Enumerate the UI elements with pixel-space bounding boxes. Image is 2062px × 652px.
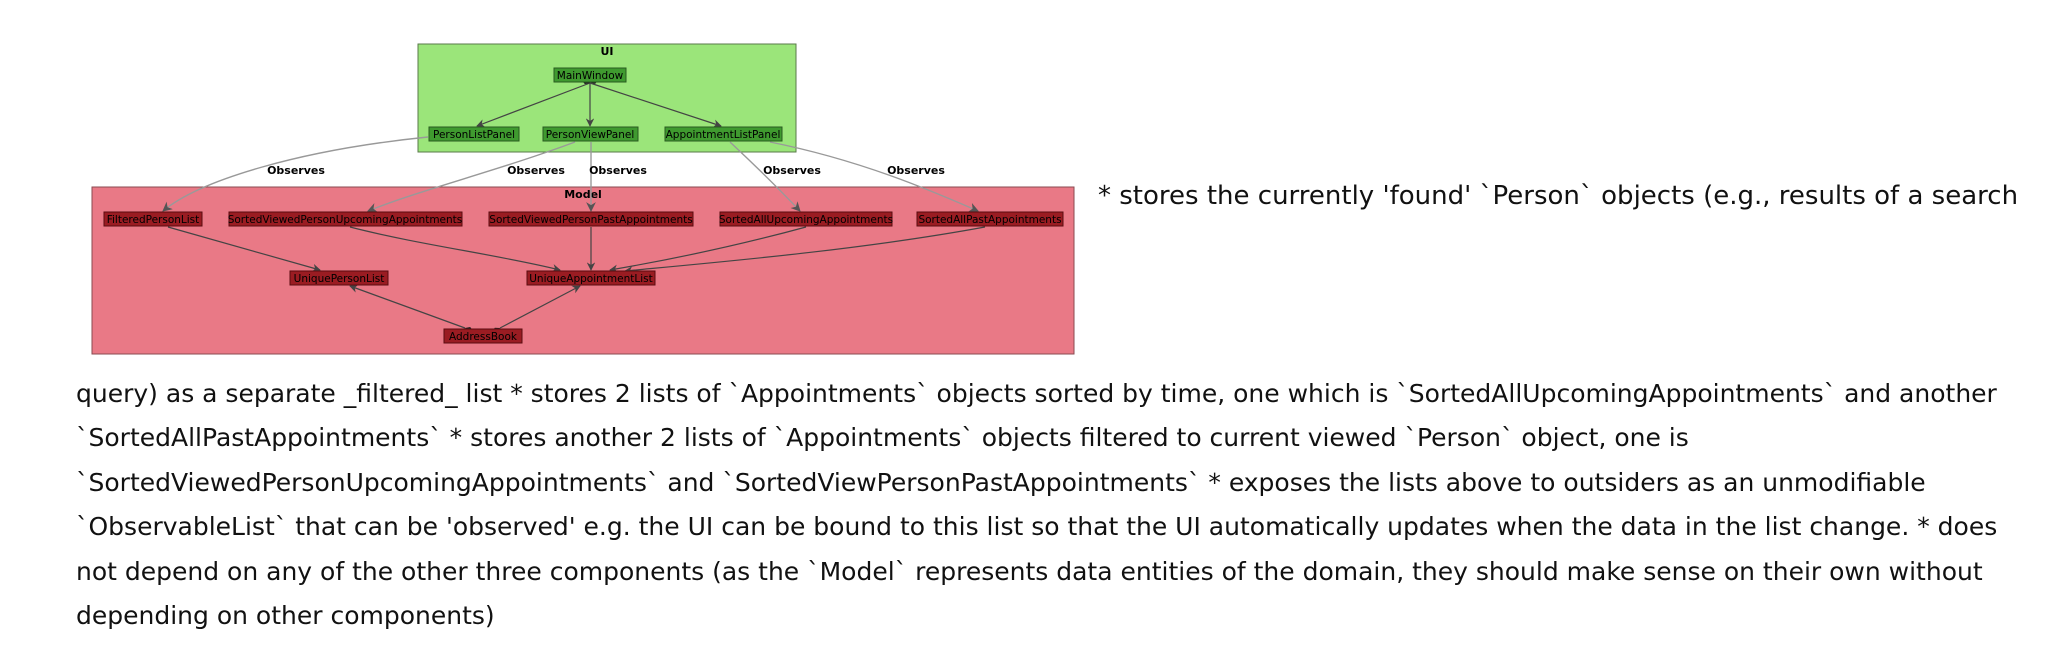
edge-label-observes: Observes xyxy=(507,164,565,177)
node-addressbook-label: AddressBook xyxy=(449,331,518,343)
node-filteredpersonlist: FilteredPersonList xyxy=(103,211,203,227)
node-appointmentlistpanel-label: AppointmentListPanel xyxy=(666,129,781,141)
edge-svpu-ual xyxy=(349,226,561,273)
node-sortedviewedpersonupcomingappointments: SortedViewedPersonUpcomingAppointments xyxy=(228,211,463,227)
node-personlistpanel-label: PersonListPanel xyxy=(433,129,515,141)
edge-ab-ual xyxy=(492,285,581,333)
body-paragraph: query) as a separate _filtered_ list * s… xyxy=(76,372,2036,638)
edge-fpl-upl xyxy=(167,226,321,272)
edge-mw-alp xyxy=(581,79,722,128)
body-line: `SortedViewedPersonUpcomingAppointments`… xyxy=(76,467,1926,497)
edge-pvp-svpu xyxy=(367,141,576,213)
edge-alp-sap xyxy=(769,141,979,212)
node-mainwindow: MainWindow xyxy=(553,67,627,83)
edge-plp-fpl xyxy=(162,136,429,212)
node-svpp-label: SortedViewedPersonPastAppointments xyxy=(489,214,692,226)
node-uniquepersonlist: UniquePersonList xyxy=(289,270,389,286)
edge-sap-ual xyxy=(624,226,986,275)
edge-mw-plp xyxy=(476,78,599,128)
edge-alp-sau xyxy=(729,141,801,212)
edge-sau-ual xyxy=(609,226,807,273)
node-addressbook: AddressBook xyxy=(443,328,523,344)
node-sap-label: SortedAllPastAppointments xyxy=(918,214,1061,226)
node-uniqueappointmentlist-label: UniqueAppointmentList xyxy=(529,273,652,285)
model-package-label: Model xyxy=(564,188,602,201)
ui-package-label: UI xyxy=(600,45,613,58)
node-sortedviewedpersonpastappointments: SortedViewedPersonPastAppointments xyxy=(488,211,694,227)
edge-ab-upl xyxy=(349,284,474,333)
body-line: `SortedAllPastAppointments` * stores ano… xyxy=(76,423,1689,453)
node-uniqueappointmentlist: UniqueAppointmentList xyxy=(526,270,656,286)
node-personlistpanel: PersonListPanel xyxy=(428,126,520,142)
node-sortedallupcomingappointments: SortedAllUpcomingAppointments xyxy=(719,211,893,227)
edge-label-observes: Observes xyxy=(589,164,647,177)
node-filteredpersonlist-label: FilteredPersonList xyxy=(107,214,200,226)
side-text: * stores the currently 'found' `Person` … xyxy=(1098,181,2019,211)
node-svpu-label: SortedViewedPersonUpcomingAppointments xyxy=(228,214,463,226)
edge-label-observes: Observes xyxy=(763,164,821,177)
diagram-edges: Observes Observes Observes Observes Observes xyxy=(162,74,986,333)
node-personviewpanel: PersonViewPanel xyxy=(542,126,639,142)
body-line: `ObservableList` that can be 'observed' … xyxy=(76,512,1998,542)
node-sortedallpastappointments: SortedAllPastAppointments xyxy=(916,211,1064,227)
body-line: query) as a separate _filtered_ list * s… xyxy=(76,379,1997,408)
body-line: depending on other components) xyxy=(76,601,495,631)
edge-label-observes: Observes xyxy=(267,164,325,177)
node-personviewpanel-label: PersonViewPanel xyxy=(546,129,635,141)
edge-label-observes: Observes xyxy=(887,164,945,177)
node-appointmentlistpanel: AppointmentListPanel xyxy=(664,126,783,142)
body-line: not depend on any of the other three com… xyxy=(76,556,1983,586)
node-sau-label: SortedAllUpcomingAppointments xyxy=(719,214,893,226)
node-mainwindow-label: MainWindow xyxy=(557,70,624,82)
node-uniquepersonlist-label: UniquePersonList xyxy=(294,273,385,285)
